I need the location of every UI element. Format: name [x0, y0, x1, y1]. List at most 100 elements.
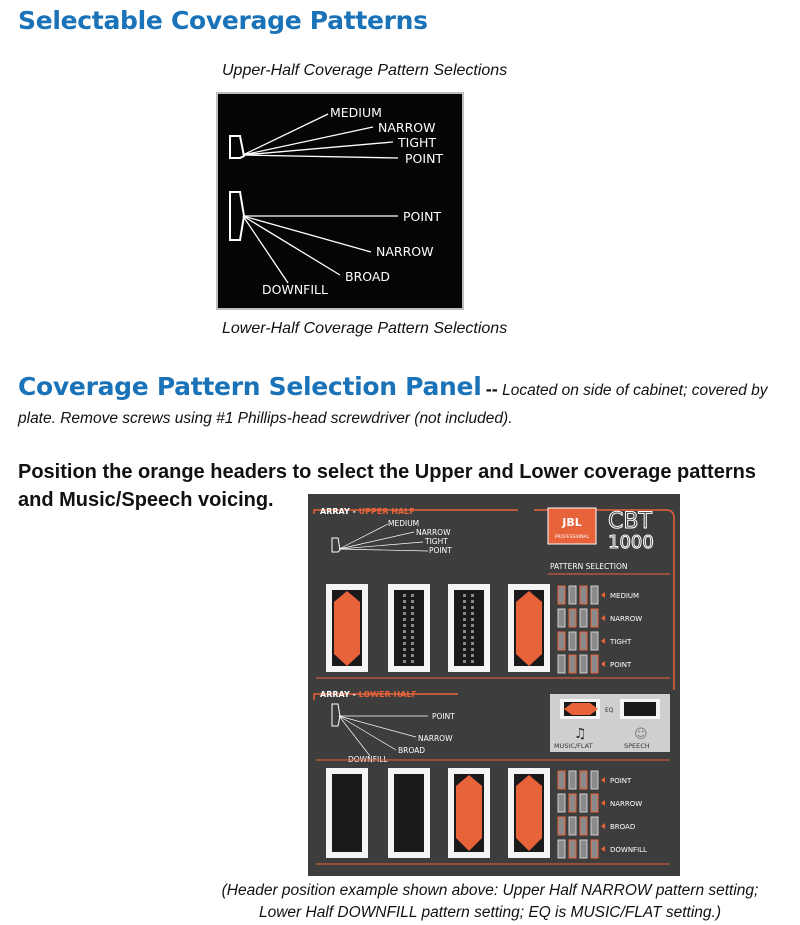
example-note: (Header position example shown above: Up…: [160, 880, 800, 924]
indicator-cell: [557, 631, 566, 651]
mini-lower-label: NARROW: [418, 734, 453, 743]
pin: [411, 600, 414, 603]
indicator-cell: [590, 839, 599, 859]
indicator-cell: [568, 770, 577, 790]
upper-label: MEDIUM: [330, 105, 382, 120]
page-title: Selectable Coverage Patterns: [18, 6, 428, 35]
upper-orange-header[interactable]: [516, 591, 542, 666]
indicator-arrow: [601, 592, 605, 598]
indicator-cell: [568, 654, 577, 674]
upper-indicator-label: MEDIUM: [610, 592, 639, 600]
pin: [463, 642, 466, 645]
indicator-cell: [590, 770, 599, 790]
indicator-cell: [590, 793, 599, 813]
indicator-arrow: [601, 661, 605, 667]
pattern-selection-label: PATTERN SELECTION: [550, 562, 628, 571]
pin: [411, 612, 414, 615]
pin: [403, 660, 406, 663]
indicator-arrow: [601, 846, 605, 852]
indicator-cell: [568, 631, 577, 651]
pin: [411, 648, 414, 651]
indicator-arrow: [601, 823, 605, 829]
upper-indicator-label: NARROW: [610, 615, 642, 623]
pin: [463, 648, 466, 651]
mini-upper-array-icon: [331, 537, 341, 553]
pin: [471, 660, 474, 663]
indicator-cell: [568, 839, 577, 859]
pin: [471, 630, 474, 633]
upper-indicator-label: TIGHT: [609, 638, 632, 646]
pin: [403, 624, 406, 627]
example-line: (Header position example shown above: Up…: [221, 882, 759, 899]
indicator-cell: [590, 654, 599, 674]
pin: [463, 612, 466, 615]
lower-orange-header[interactable]: [516, 775, 542, 851]
upper-label: NARROW: [378, 120, 435, 135]
pin: [403, 606, 406, 609]
pin: [471, 618, 474, 621]
indicator-cell: [590, 585, 599, 605]
pin: [463, 600, 466, 603]
lower-header-label: ARRAY - LOWER HALF: [320, 690, 417, 699]
pin: [463, 618, 466, 621]
selection-panel-photo: ARRAY - UPPER HALF MEDIUM NARROW TIGHT P…: [308, 494, 680, 876]
indicator-cell: [590, 608, 599, 628]
indicator-cell: [557, 654, 566, 674]
pin: [411, 594, 414, 597]
pin: [403, 600, 406, 603]
indicator-cell: [590, 631, 599, 651]
pin: [411, 624, 414, 627]
pin: [471, 636, 474, 639]
pin: [471, 624, 474, 627]
indicator-cell: [579, 839, 588, 859]
panel-section-description: Located on side of cabinet; covered by p…: [18, 382, 768, 427]
speech-label: SPEECH: [624, 742, 650, 750]
pin: [471, 654, 474, 657]
mini-lower-array-icon: [331, 703, 341, 727]
indicator-cell: [557, 608, 566, 628]
lower-indicator-label: BROAD: [610, 823, 635, 831]
eq-label: EQ: [605, 707, 614, 714]
pin: [463, 636, 466, 639]
lower-orange-header[interactable]: [456, 775, 482, 851]
indicator-cell: [579, 654, 588, 674]
indicator-cell: [579, 793, 588, 813]
pin: [471, 642, 474, 645]
lower-label: NARROW: [376, 244, 433, 259]
pin: [463, 654, 466, 657]
indicator-cell: [579, 631, 588, 651]
lower-indicator-label: NARROW: [610, 800, 642, 808]
pin: [463, 624, 466, 627]
mini-upper-label: NARROW: [416, 528, 451, 537]
indicator-cell: [590, 816, 599, 836]
indicator-arrow: [601, 777, 605, 783]
speech-head-icon: ☺: [634, 727, 648, 742]
mini-lower-label: BROAD: [398, 746, 425, 755]
pin: [471, 594, 474, 597]
pin: [411, 606, 414, 609]
indicator-cell: [579, 816, 588, 836]
jbl-logo-text: JBL: [561, 516, 582, 529]
mini-lower-label: POINT: [432, 712, 455, 721]
upper-caption: Upper-Half Coverage Pattern Selections: [222, 62, 508, 79]
instruction-text: Position the orange headers to select th…: [18, 461, 756, 511]
indicator-cell: [579, 608, 588, 628]
indicator-arrow: [601, 800, 605, 806]
indicator-cell: [568, 816, 577, 836]
indicator-cell: [568, 793, 577, 813]
indicator-cell: [579, 770, 588, 790]
eq-orange-header[interactable]: [564, 703, 598, 715]
upper-header-label: ARRAY - UPPER HALF: [320, 507, 415, 516]
jbl-logo: [547, 507, 597, 545]
upper-indicator-label: POINT: [610, 661, 632, 669]
pin: [411, 618, 414, 621]
upper-orange-header[interactable]: [334, 591, 360, 666]
indicator-arrow: [601, 638, 605, 644]
indicator-cell: [579, 585, 588, 605]
lower-array-icon: [229, 191, 246, 241]
upper-indicator-grid: [557, 585, 605, 674]
pin: [403, 642, 406, 645]
indicator-cell: [557, 839, 566, 859]
lower-caption: Lower-Half Coverage Pattern Selections: [222, 320, 508, 337]
pin: [403, 654, 406, 657]
